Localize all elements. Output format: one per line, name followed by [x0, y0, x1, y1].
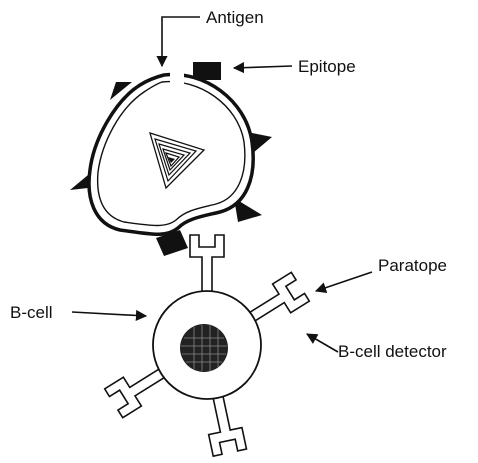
label-paratope-group: Paratope	[316, 256, 447, 291]
b-cell-nucleus	[180, 324, 228, 372]
b-cell	[105, 235, 310, 456]
label-b-cell-detector: B-cell detector	[338, 342, 447, 361]
label-b-cell: B-cell	[10, 303, 53, 322]
label-b-cell-group: B-cell	[10, 303, 146, 322]
label-epitope: Epitope	[298, 57, 356, 76]
label-antigen-group: Antigen	[162, 8, 264, 66]
label-b-cell-detector-group: B-cell detector	[307, 334, 447, 361]
label-paratope: Paratope	[378, 256, 447, 275]
label-antigen: Antigen	[206, 8, 264, 27]
label-epitope-group: Epitope	[234, 57, 356, 76]
antigen	[70, 62, 272, 256]
paratope-arm-top	[190, 235, 224, 297]
